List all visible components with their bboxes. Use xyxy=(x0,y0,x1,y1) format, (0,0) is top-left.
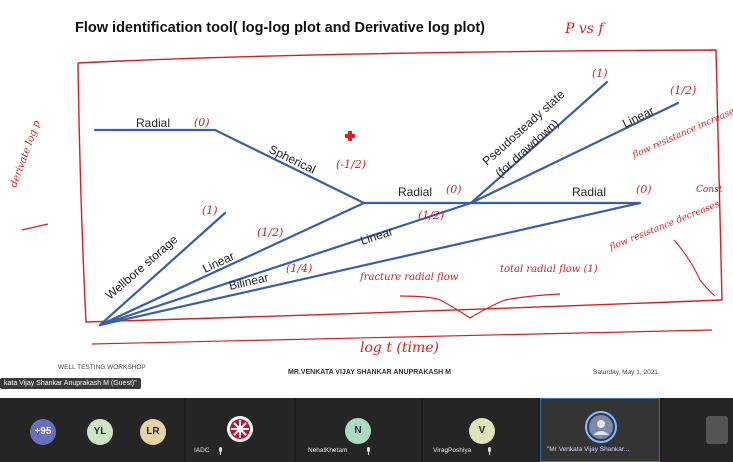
participant-name-virag: ViragPoshiya xyxy=(433,447,472,454)
shared-screen-slide: Flow identification tool( log-log plot a… xyxy=(8,20,733,376)
participant-video-thumbnail xyxy=(706,416,728,444)
participant-name-nehal: NehalKhetam xyxy=(308,447,348,454)
mic-muted-icon xyxy=(219,447,222,455)
footer-date: Saturday, May 1, 2021 xyxy=(593,369,658,376)
participant-tile-virag[interactable]: V ViragPoshiya xyxy=(423,398,538,462)
participant-tile-yl[interactable]: YL xyxy=(75,398,127,462)
label-bilinear: Bilinear xyxy=(228,270,270,293)
more-participants-avatar[interactable]: +95 xyxy=(30,419,56,445)
participant-name-iadc: IADC xyxy=(194,447,210,454)
user-avatar-icon xyxy=(589,415,613,439)
annotation-fracture-radial: fracture radial flow xyxy=(359,272,459,283)
participant-tile-iadc[interactable]: IADC xyxy=(186,398,294,462)
annotation-radial-left-slope: (0) xyxy=(194,116,210,129)
label-radial-left: Radial xyxy=(136,116,170,130)
linear-top-line xyxy=(469,101,680,205)
annotation-linear-mid-slope: (1/2) xyxy=(418,209,444,222)
label-linear-top: Linear xyxy=(620,103,656,130)
slide-title: Flow identification tool( log-log plot a… xyxy=(75,20,486,36)
label-radial-right: Radial xyxy=(572,185,606,199)
annotation-pvsf: P vs f xyxy=(564,21,606,37)
participant-gallery: +95 YL LR IADC N NehalKhetam V ViragPosh… xyxy=(0,398,733,462)
annotation-frame-bottom xyxy=(91,329,713,345)
label-wellbore-storage: Wellbore storage xyxy=(103,232,181,302)
annotation-radial-right-slope: (0) xyxy=(636,183,652,196)
presenter-name-label: kata Vijay Shankar Anuprakash M (Guest)" xyxy=(0,378,141,389)
footer-presenter: MR.VENKATA VIJAY SHANKAR ANUPRAKASH M xyxy=(288,369,451,376)
linear-mid-line xyxy=(98,201,473,327)
annotation-radial-mid-slope: (0) xyxy=(446,183,462,196)
participant-tile-lr[interactable]: LR xyxy=(127,398,184,462)
spherical-line xyxy=(213,128,366,205)
participant-name-active: "Mr Venkata Vijay Shankar... xyxy=(547,446,630,453)
annotation-brace xyxy=(399,293,561,319)
pseudosteady-line xyxy=(469,80,609,205)
wellbore-storage-line xyxy=(98,211,227,327)
footer-workshop: WELL TESTING WORKSHOP xyxy=(58,364,146,371)
annotation-log-time: log t (time) xyxy=(360,340,439,356)
bilinear-line xyxy=(98,201,642,327)
annotation-total-radial: total radial flow (1) xyxy=(500,264,598,275)
participant-tile-more[interactable]: +95 xyxy=(0,398,75,462)
annotation-bilinear-slope: (1/4) xyxy=(286,262,312,275)
linear-low-line xyxy=(98,201,366,327)
annotation-const: Const xyxy=(696,185,723,195)
label-linear-low: Linear xyxy=(200,249,236,276)
participant-tile-active-speaker[interactable]: "Mr Venkata Vijay Shankar... xyxy=(540,398,660,462)
annotation-derivative: derivate log p xyxy=(8,119,43,189)
iadc-logo-icon xyxy=(227,416,253,442)
annotation-frame xyxy=(77,49,723,323)
mic-muted-icon xyxy=(488,447,491,455)
cursor-plus-icon xyxy=(345,131,355,141)
annotation-wellbore-slope: (1) xyxy=(202,204,218,217)
participant-tile-partial[interactable] xyxy=(662,398,733,462)
log-log-diagram: Radial Spherical Radial Radial Pseudoste… xyxy=(8,21,733,356)
avatar-n: N xyxy=(345,418,371,444)
avatar-v: V xyxy=(469,418,495,444)
avatar-lr: LR xyxy=(140,419,166,445)
annotation-linear-top-slope: (1/2) xyxy=(670,84,696,97)
participant-tile-nehal[interactable]: N NehalKhetam xyxy=(296,398,421,462)
label-radial-mid: Radial xyxy=(398,185,432,199)
avatar-yl: YL xyxy=(87,419,113,445)
annotation-spherical-slope: (-1/2) xyxy=(336,158,366,171)
label-linear-mid: Linear xyxy=(359,224,395,248)
active-speaker-ring xyxy=(585,411,617,443)
annotation-pss-slope: (1) xyxy=(592,67,608,80)
annotation-dash xyxy=(21,223,49,231)
annotation-linear-low-slope: (1/2) xyxy=(257,226,283,239)
mic-icon xyxy=(367,447,370,455)
annotation-squiggle-right xyxy=(673,239,716,297)
